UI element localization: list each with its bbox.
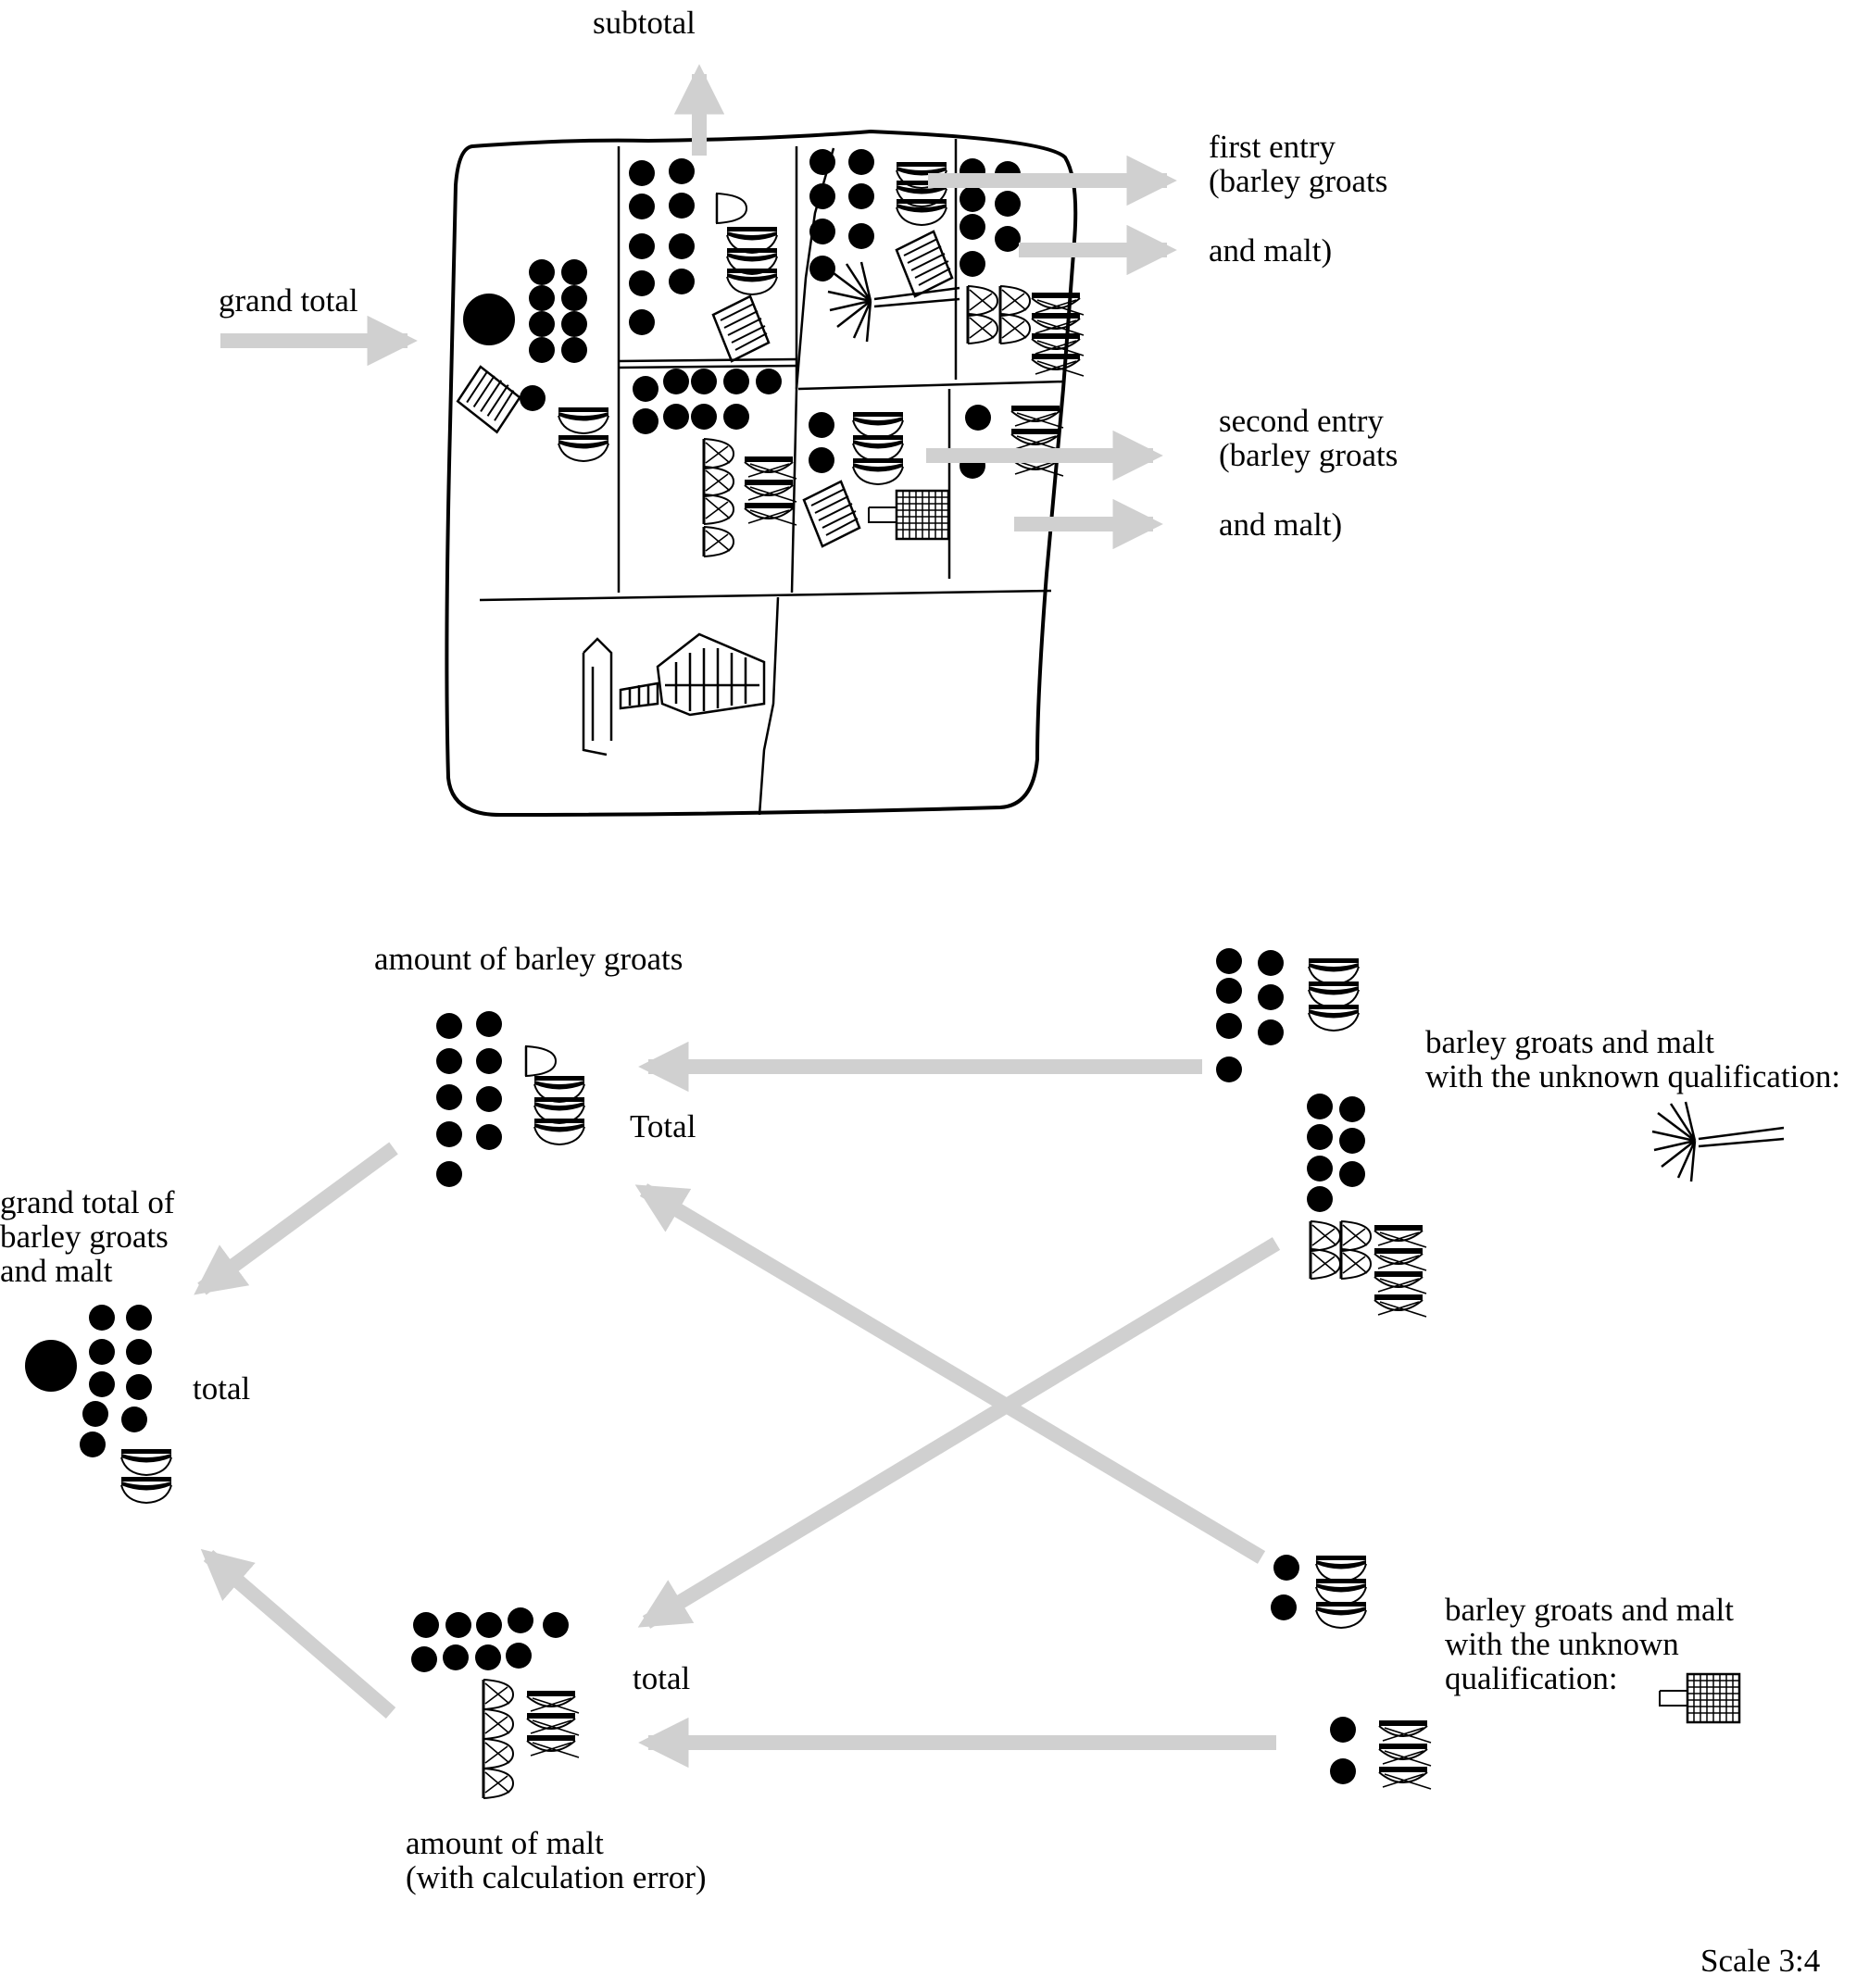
first-entry-label-line3: and malt) [1209,232,1333,269]
second-entry-label-line2: (barley groats [1219,437,1399,473]
barley-subtotal-numerals [629,158,778,363]
total-lower-label: total [633,1660,691,1696]
unknown-qualification-a-line2: with the unknown qualification: [1425,1058,1841,1094]
unknown-qualification-b-line2: with the unknown [1445,1626,1679,1662]
barley-amount-numerals [436,1011,585,1187]
scale-label: Scale 3:4 [1700,1943,1821,1979]
malt-amount-numerals [411,1607,580,1800]
subtotal-label: subtotal [593,5,696,41]
grand-total-of-label-line1: grand total of [0,1184,175,1220]
barley-amount-to-grand-total-arrow [194,1142,398,1295]
second-entry-label-line1: second entry [1219,403,1384,439]
malt-subtotal-numerals [633,369,861,558]
second-entry-malt-numerals [1330,1717,1432,1790]
upper-arrows [220,64,1177,550]
seal-signs [582,632,766,756]
amount-malt-label-line1: amount of malt [406,1825,604,1861]
tablet [445,129,1085,818]
unknown-qualification-a-line1: barley groats and malt [1425,1024,1714,1060]
grand-total-of-label-line2: barley groats [0,1219,169,1255]
amount-barley-label: amount of barley groats [374,941,684,977]
grand-total-of-label-line3: and malt [0,1253,113,1289]
grand-total-copy-numerals [25,1305,172,1504]
first-entry-barley-numerals [1216,948,1360,1082]
grand-total-label: grand total [219,282,358,319]
malt-amount-to-grand-total-arrow [200,1548,396,1719]
first-entry-malt-numerals [1307,1094,1427,1318]
total-upper-label: Total [630,1108,696,1144]
lower-arrows [194,1041,1281,1769]
total-left-label: total [193,1370,251,1407]
barley-entry2-to-amount-arrow [634,1183,1266,1564]
amount-malt-label-line2: (with calculation error) [406,1859,707,1895]
second-entry-barley-numerals [1271,1555,1367,1629]
second-entry-numerals [809,405,1064,541]
tablet-outline [445,129,1078,818]
first-entry-label-line1: first entry [1209,129,1336,165]
grand-total-numerals [446,259,609,462]
second-entry-label-line3: and malt) [1219,506,1343,543]
first-entry-label-line2: (barley groats [1209,163,1388,199]
unknown-qualification-grid-sign [1658,1672,1741,1724]
tablet-divider-lines [479,139,1066,816]
malt-entry1-to-amount-arrow [637,1237,1281,1629]
unknown-qualification-b-line1: barley groats and malt [1445,1592,1734,1628]
unknown-qualification-burst-sign [1650,1100,1786,1183]
unknown-qualification-b-line3: qualification: [1445,1660,1618,1696]
